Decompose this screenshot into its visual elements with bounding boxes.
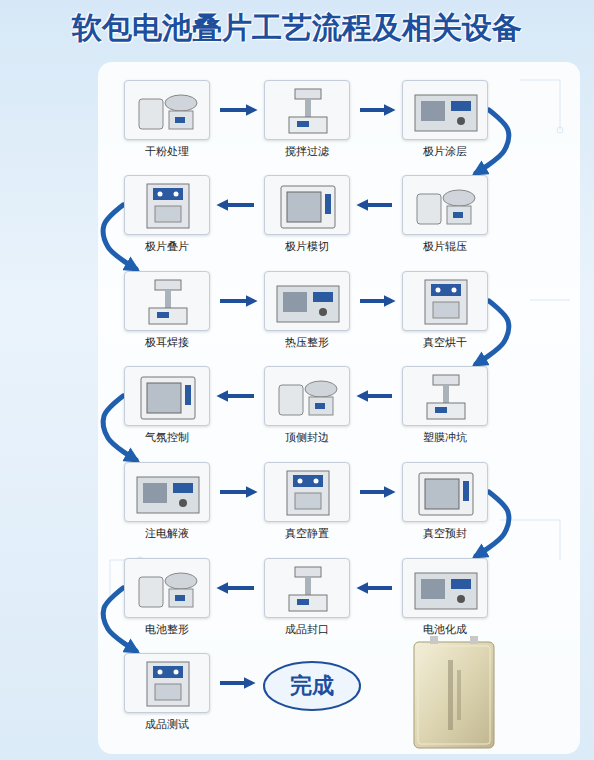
equipment-icon (403, 463, 488, 522)
equipment-icon (125, 463, 210, 522)
process-step: 电池整形 (124, 558, 210, 636)
flow-arrow (360, 394, 392, 398)
end-label: 完成 (262, 660, 362, 701)
equipment-photo (124, 271, 210, 331)
equipment-photo (124, 80, 210, 140)
equipment-icon (403, 559, 488, 618)
flow-arrow (220, 490, 254, 494)
end-ellipse: 完成 (262, 660, 362, 712)
step-label: 成品封口 (264, 623, 350, 636)
flow-arrow (360, 490, 392, 494)
process-step: 极片叠片 (124, 175, 210, 253)
equipment-photo (402, 271, 488, 331)
flow-arrow (220, 203, 254, 207)
process-step: 干粉处理 (124, 80, 210, 158)
flow-arrow (220, 586, 254, 590)
process-step: 成品测试 (124, 653, 210, 731)
process-step: 注电解液 (124, 462, 210, 540)
equipment-icon (125, 176, 210, 235)
flow-arrow (220, 394, 254, 398)
equipment-photo (402, 462, 488, 522)
process-step: 塑膜冲坑 (402, 366, 488, 444)
step-label: 干粉处理 (124, 145, 210, 158)
flow-arrow (360, 203, 392, 207)
process-step: 电池化成 (402, 558, 488, 636)
process-step: 极片辊压 (402, 175, 488, 253)
step-label: 极耳焊接 (124, 336, 210, 349)
circuit-pattern (110, 80, 570, 600)
process-step: 气氛控制 (124, 366, 210, 444)
equipment-photo (402, 175, 488, 235)
equipment-icon (265, 559, 350, 618)
equipment-icon (265, 81, 350, 140)
flow-arrow (360, 299, 392, 303)
equipment-icon (403, 176, 488, 235)
equipment-photo (264, 80, 350, 140)
equipment-photo (402, 366, 488, 426)
equipment-icon (403, 81, 488, 140)
flow-arrow (220, 108, 254, 112)
step-label: 极片辊压 (402, 240, 488, 253)
process-step: 热压整形 (264, 271, 350, 349)
equipment-photo (264, 366, 350, 426)
equipment-photo (124, 653, 210, 713)
flow-arrow (360, 586, 392, 590)
step-label: 真空预封 (402, 527, 488, 540)
equipment-icon (125, 559, 210, 618)
equipment-icon (265, 176, 350, 235)
step-label: 极片涂层 (402, 145, 488, 158)
process-step: 真空静置 (264, 462, 350, 540)
equipment-photo (124, 558, 210, 618)
equipment-photo (124, 462, 210, 522)
step-label: 电池化成 (402, 623, 488, 636)
step-label: 塑膜冲坑 (402, 431, 488, 444)
step-label: 注电解液 (124, 527, 210, 540)
flow-arrow (360, 108, 392, 112)
process-step: 成品封口 (264, 558, 350, 636)
process-step: 真空烘干 (402, 271, 488, 349)
equipment-icon (125, 81, 210, 140)
equipment-photo (124, 366, 210, 426)
equipment-photo (402, 558, 488, 618)
equipment-photo (264, 558, 350, 618)
equipment-icon (403, 367, 488, 426)
step-label: 极片模切 (264, 240, 350, 253)
equipment-icon (125, 367, 210, 426)
equipment-photo (124, 175, 210, 235)
step-label: 顶侧封边 (264, 431, 350, 444)
flow-arrow (220, 681, 252, 685)
flow-arrow (220, 299, 254, 303)
equipment-photo (264, 175, 350, 235)
step-label: 真空静置 (264, 527, 350, 540)
panel (98, 62, 580, 754)
process-step: 极片模切 (264, 175, 350, 253)
equipment-icon (265, 463, 350, 522)
step-label: 电池整形 (124, 623, 210, 636)
battery-picture (414, 636, 494, 748)
process-step: 真空预封 (402, 462, 488, 540)
process-step: 顶侧封边 (264, 366, 350, 444)
equipment-icon (403, 272, 488, 331)
step-label: 极片叠片 (124, 240, 210, 253)
equipment-icon (265, 272, 350, 331)
step-label: 搅拌过滤 (264, 145, 350, 158)
equipment-icon (265, 367, 350, 426)
equipment-icon (125, 654, 210, 713)
equipment-icon (125, 272, 210, 331)
step-label: 真空烘干 (402, 336, 488, 349)
equipment-photo (264, 462, 350, 522)
title: 软包电池叠片工艺流程及相关设备 (0, 8, 594, 49)
process-step: 极耳焊接 (124, 271, 210, 349)
equipment-photo (402, 80, 488, 140)
equipment-photo (264, 271, 350, 331)
step-label: 热压整形 (264, 336, 350, 349)
process-step: 搅拌过滤 (264, 80, 350, 158)
step-label: 气氛控制 (124, 431, 210, 444)
process-step: 极片涂层 (402, 80, 488, 158)
step-label: 成品测试 (124, 718, 210, 731)
